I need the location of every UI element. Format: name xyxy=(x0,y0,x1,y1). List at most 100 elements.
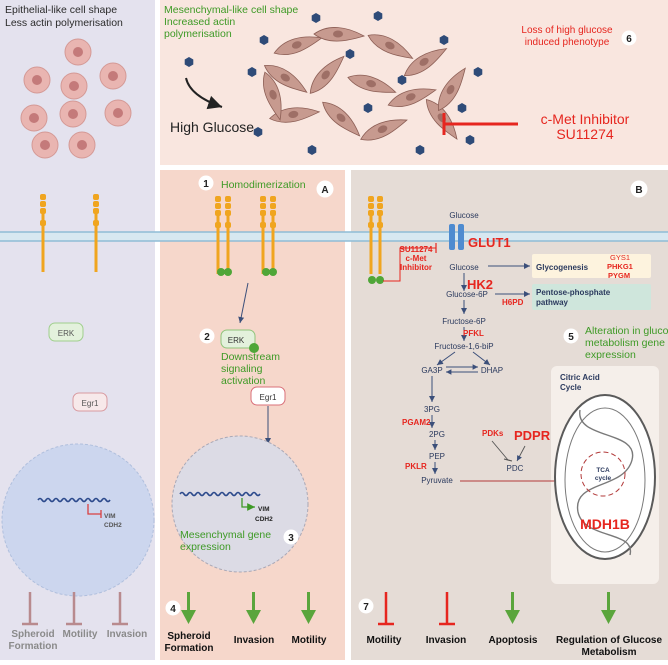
high-glucose-label: High Glucose xyxy=(170,119,254,135)
alteration-line3: expression xyxy=(585,349,636,361)
top-caption-line1: Mesenchymal-like cell shape xyxy=(164,4,298,16)
ppp-box xyxy=(532,284,651,310)
left-cdh2: CDH2 xyxy=(104,522,122,529)
inhibitor-name: c-Met Inhibitor xyxy=(541,111,630,127)
alteration-line1: Alteration in glucose xyxy=(585,325,668,337)
left-outcome-motility: Motility xyxy=(63,629,98,640)
glut1-left xyxy=(449,224,455,250)
pdks-label: PDKs xyxy=(482,429,504,438)
glycogenesis-box xyxy=(532,254,651,278)
left-egr1-box xyxy=(72,392,108,412)
top-caption-line2: Increased actin xyxy=(164,16,235,28)
glucose6p: Glucose-6P xyxy=(446,290,488,299)
glut1-right xyxy=(458,224,464,250)
mesenchymal-line1: Mesenchymal gene xyxy=(180,529,271,541)
panel-a-dna xyxy=(179,491,261,497)
glucose-out: Glucose xyxy=(449,211,479,220)
step-2-label: 2 xyxy=(204,332,210,343)
panel-a-vim: VIM xyxy=(258,506,270,513)
alteration-line2: metabolism gene xyxy=(585,337,665,349)
glut1-label: GLUT1 xyxy=(468,235,511,250)
mdh1b-label: MDH1B xyxy=(580,516,630,532)
pyruvate: Pyruvate xyxy=(421,476,453,485)
left-title-line1: Epithelial-like cell shape xyxy=(5,4,117,16)
panel-a-nucleus xyxy=(171,435,309,573)
loss-line1: Loss of high glucose xyxy=(521,25,613,36)
high-glucose-arrow xyxy=(185,77,223,110)
step-1-badge xyxy=(198,175,214,191)
cac-line2: Cycle xyxy=(560,383,582,392)
cell-membrane xyxy=(0,231,668,242)
panel-a-outcome-formation: Formation xyxy=(165,643,214,654)
mitochondrion-cristae xyxy=(577,409,634,556)
step-2-badge xyxy=(199,328,215,344)
left-vim: VIM xyxy=(104,513,116,520)
downstream-line1: Downstream xyxy=(221,351,280,363)
panel-a-badge xyxy=(316,180,334,198)
left-nucleus xyxy=(1,443,155,597)
top-panel xyxy=(160,0,668,165)
ga3p: GA3P xyxy=(421,366,442,375)
left-title-line2: Less actin polymerisation xyxy=(5,17,123,29)
tca-line2: cycle xyxy=(595,475,612,482)
left-egr1-label: Egr1 xyxy=(82,399,99,408)
panel-b-outcome-apoptosis: Apoptosis xyxy=(489,635,538,646)
mesenchymal-line2: expression xyxy=(180,541,231,553)
pdc-label: PDC xyxy=(507,464,524,473)
h6pd-label: H6PD xyxy=(502,298,524,307)
cac-line1: Citric Acid xyxy=(560,373,600,382)
regulation-line1: Regulation of Glucose xyxy=(556,635,663,646)
panel-a xyxy=(160,170,345,660)
left-erk-box xyxy=(48,322,84,342)
mitochondrion-inner xyxy=(564,407,646,553)
step-6-label: 6 xyxy=(626,34,632,45)
b-inhibitor-line3: Inhibitor xyxy=(400,263,432,272)
panel-a-label: A xyxy=(321,185,328,196)
pygm-label: PYGM xyxy=(608,271,630,280)
activation-mark xyxy=(241,498,255,511)
panel-a-outcome-motility: Motility xyxy=(292,635,327,646)
regulation-line2: Metabolism xyxy=(581,647,636,658)
panel-b-inhibit-arrows xyxy=(378,592,455,626)
panel-b-outcome-motility: Motility xyxy=(367,635,402,646)
b-inhibitor-line1: SU11274 xyxy=(400,245,433,254)
dhap: DHAP xyxy=(481,366,503,375)
homodimerization-label: Homodimerization xyxy=(221,179,306,191)
pklr-label: PKLR xyxy=(405,462,427,471)
panel-a-egr1-box xyxy=(250,386,286,406)
hk2-label: HK2 xyxy=(467,277,493,292)
left-erk-label: ERK xyxy=(58,329,75,338)
pdpr-label: PDPR xyxy=(514,428,551,443)
step-4-label: 4 xyxy=(170,604,176,615)
panel-a-egr1-label: Egr1 xyxy=(260,393,277,402)
left-inhibit-arrows xyxy=(22,592,128,626)
fructose16: Fructose-1,6-biP xyxy=(434,342,493,351)
step-7-badge xyxy=(358,598,374,614)
panel-b-outcome-invasion: Invasion xyxy=(426,635,467,646)
panel-b-badge xyxy=(630,180,648,198)
step-6-badge xyxy=(621,30,637,46)
step-7-label: 7 xyxy=(363,602,369,613)
tca-line1: TCA xyxy=(596,467,610,474)
glycogenesis-label: Glycogenesis xyxy=(536,263,589,272)
step-5-badge xyxy=(563,328,579,344)
pg2: 2PG xyxy=(429,430,445,439)
top-caption-line3: polymerisation xyxy=(164,28,232,40)
erk-phospho xyxy=(249,343,259,353)
left-repress-mark xyxy=(87,504,101,515)
left-outcome-spheroid: Spheroid xyxy=(11,629,54,640)
downstream-line2: signaling xyxy=(221,363,263,375)
downstream-line3: activation xyxy=(221,375,266,387)
panel-a-erk-box xyxy=(220,329,256,349)
pg3: 3PG xyxy=(424,405,440,414)
gys1-label: GYS1 xyxy=(610,253,630,262)
step-1-label: 1 xyxy=(203,179,209,190)
phkg1-label: PHKG1 xyxy=(607,262,633,271)
panel-b-green-arrows xyxy=(505,592,616,624)
step-3-label: 3 xyxy=(288,533,294,544)
ppp-line2: pathway xyxy=(536,298,569,307)
panel-a-erk-label: ERK xyxy=(228,336,245,345)
left-outcome-formation: Formation xyxy=(9,641,58,652)
